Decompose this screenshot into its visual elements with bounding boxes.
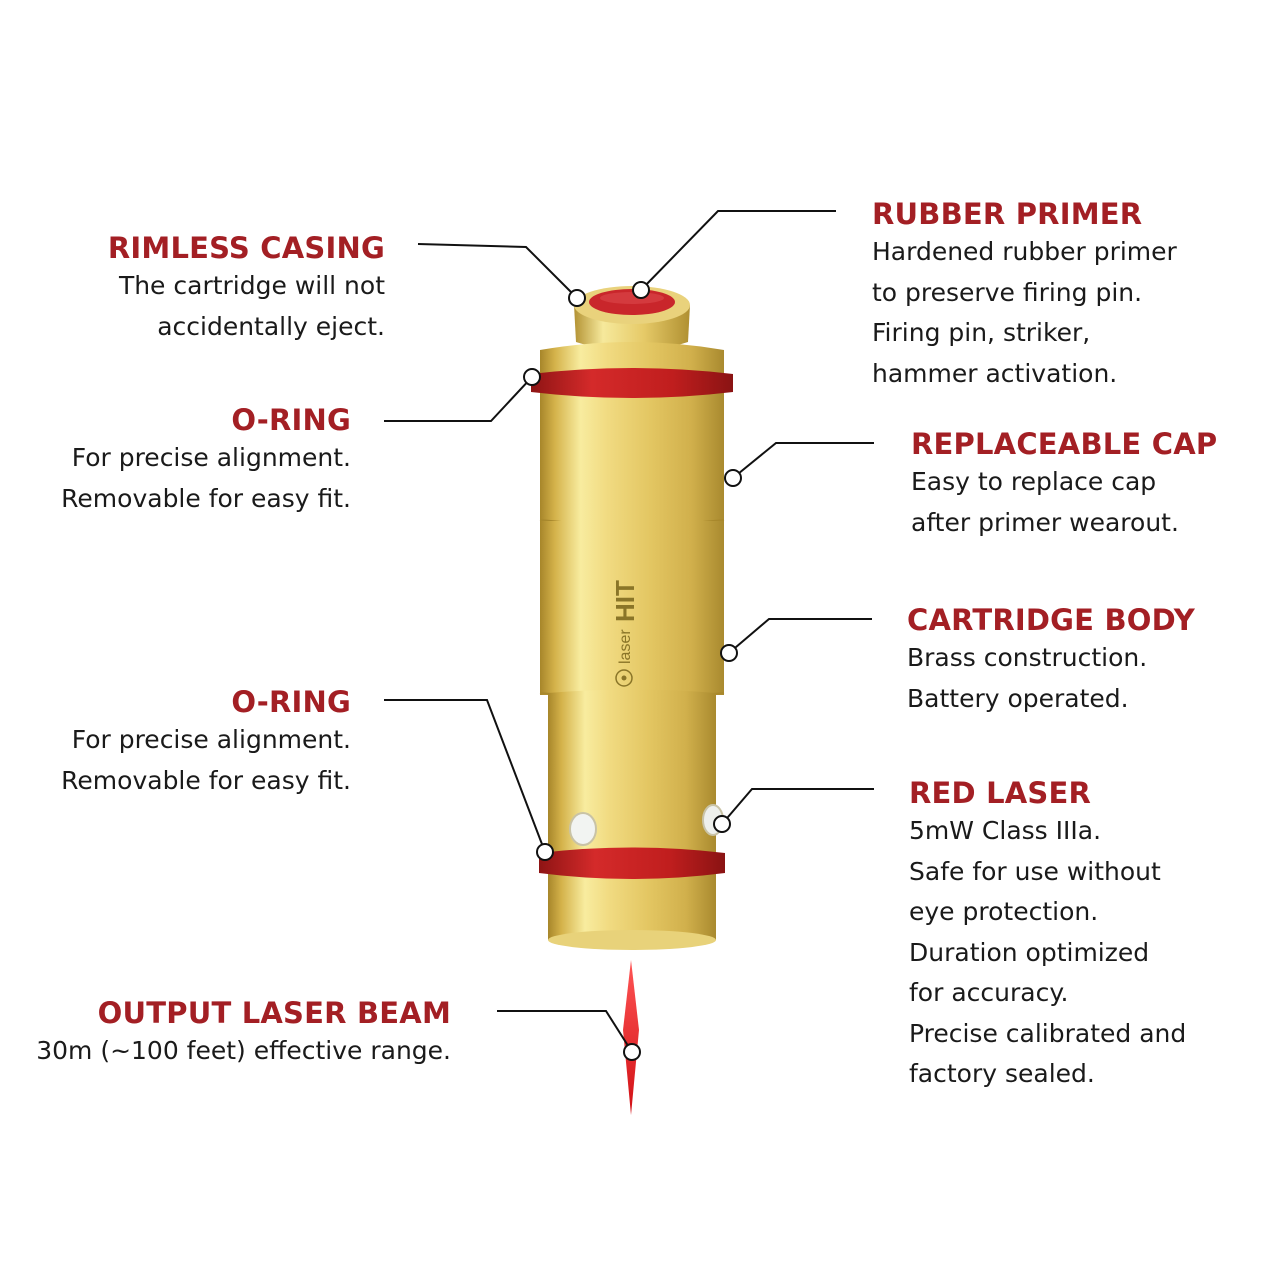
marker-red-laser	[713, 815, 731, 833]
callout-rimless-casing: RIMLESS CASING The cartridge will not ac…	[108, 230, 385, 347]
leader-rubber-primer	[640, 210, 836, 291]
laser-beam	[623, 960, 639, 1115]
leader-rimless-casing	[417, 243, 578, 299]
callout-title: RED LASER	[909, 776, 1092, 810]
marker-oring-bottom	[536, 843, 554, 861]
cap-section	[540, 374, 724, 522]
callout-output-laser-beam: OUTPUT LASER BEAM 30m (~100 feet) effect…	[36, 995, 451, 1072]
marker-output-laser-beam	[623, 1043, 641, 1061]
lower-section	[548, 689, 716, 950]
primer-cap	[574, 286, 690, 351]
marker-replaceable-cap	[724, 469, 742, 487]
leader-output-laser-beam	[497, 1010, 633, 1053]
callout-description: Easy to replace cap after primer wearout…	[911, 467, 1179, 537]
cartridge-shoulder	[540, 342, 724, 376]
callout-description: For precise alignment. Removable for eas…	[61, 443, 351, 513]
laser-port-windows	[569, 804, 724, 846]
callout-description: The cartridge will not accidentally ejec…	[118, 271, 385, 341]
marker-rubber-primer	[632, 281, 650, 299]
brand-engraving: laser HIT	[610, 580, 640, 687]
callout-oring-top: O-RING For precise alignment. Removable …	[61, 402, 351, 519]
callout-description: 30m (~100 feet) effective range.	[36, 1036, 451, 1065]
callout-title: OUTPUT LASER BEAM	[97, 996, 451, 1030]
callout-red-laser: RED LASER 5mW Class IIIa. Safe for use w…	[909, 775, 1186, 1095]
callout-description: Brass construction. Battery operated.	[907, 643, 1148, 713]
callout-rubber-primer: RUBBER PRIMER Hardened rubber primer to …	[872, 196, 1177, 394]
callout-title: O-RING	[231, 685, 351, 719]
callout-cartridge-body: CARTRIDGE BODY Brass construction. Batte…	[907, 602, 1195, 719]
leader-red-laser	[721, 788, 874, 825]
callout-oring-bottom: O-RING For precise alignment. Removable …	[61, 684, 351, 801]
marker-oring-top	[523, 368, 541, 386]
leader-lines	[384, 210, 874, 1053]
brand-name: HIT	[610, 580, 640, 622]
marker-rimless-casing	[568, 289, 586, 307]
callout-title: RIMLESS CASING	[107, 231, 385, 265]
leader-oring-bottom	[384, 699, 546, 853]
callout-title: CARTRIDGE BODY	[907, 603, 1195, 637]
o-ring-bottom	[539, 847, 725, 879]
callout-replaceable-cap: REPLACEABLE CAP Easy to replace cap afte…	[911, 426, 1217, 543]
crosshair-logo-icon	[615, 669, 633, 687]
o-ring-top	[531, 368, 733, 398]
callout-title: REPLACEABLE CAP	[911, 427, 1218, 461]
leader-cartridge-body	[728, 618, 872, 654]
leader-markers	[523, 281, 742, 1061]
callout-title: O-RING	[231, 403, 351, 437]
brand-prefix: laser	[617, 629, 634, 664]
callout-title: RUBBER PRIMER	[872, 197, 1143, 231]
leader-replaceable-cap	[732, 442, 874, 479]
callout-description: 5mW Class IIIa. Safe for use without eye…	[909, 816, 1187, 1088]
callout-description: Hardened rubber primer to preserve firin…	[872, 237, 1177, 388]
leader-oring-top	[384, 376, 533, 422]
callout-description: For precise alignment. Removable for eas…	[61, 725, 351, 795]
marker-cartridge-body	[720, 644, 738, 662]
